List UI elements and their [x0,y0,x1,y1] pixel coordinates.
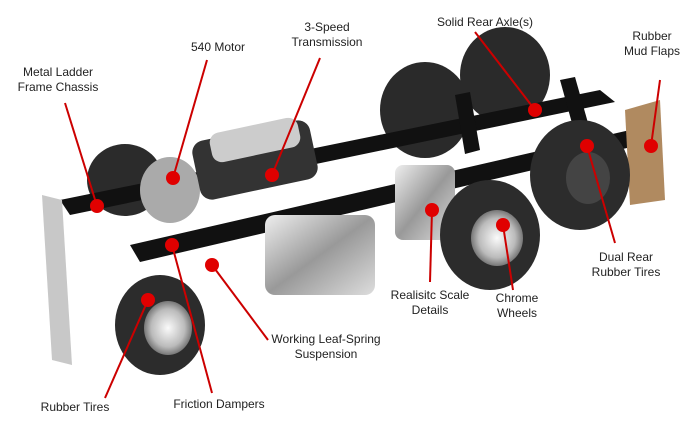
label-line: Details [411,303,449,317]
label-540-motor: 540 Motor [190,40,246,54]
dot-rear-axle [528,103,542,117]
rear-tires-front [440,120,630,290]
dot-transmission [265,168,279,182]
label-line: Metal Ladder [22,65,94,79]
dot-motor [166,171,180,185]
label-line: Mud Flaps [623,44,681,58]
dot-mud-flaps [644,139,658,153]
dot-leaf-spring [205,258,219,272]
callout-leaders [64,31,661,399]
label-line: Working Leaf-Spring [271,332,381,346]
label-line: Chrome [495,291,539,305]
label-line: Frame Chassis [17,80,99,94]
dot-scale-details [425,203,439,217]
label-line: 3-Speed [304,20,350,34]
dot-rubber-tires [141,293,155,307]
label-line: Wheels [496,306,537,320]
dot-chrome-wheels [496,218,510,232]
label-line: Dual Rear [598,250,654,264]
label-line: Rubber Tires [591,265,661,279]
label-friction-dampers: Friction Dampers [173,397,265,411]
label-rubber-tires: Rubber Tires [40,400,110,414]
label-line: Realisitc Scale [390,288,470,302]
callout-dots [90,103,658,307]
label-solid-rear-axle: Solid Rear Axle(s) [436,15,534,29]
dot-dual-tires [580,139,594,153]
label-line: Transmission [291,35,363,49]
dot-frame [90,199,104,213]
label-line: Rubber [632,29,672,43]
dot-dampers [165,238,179,252]
label-line: Suspension [294,347,358,361]
